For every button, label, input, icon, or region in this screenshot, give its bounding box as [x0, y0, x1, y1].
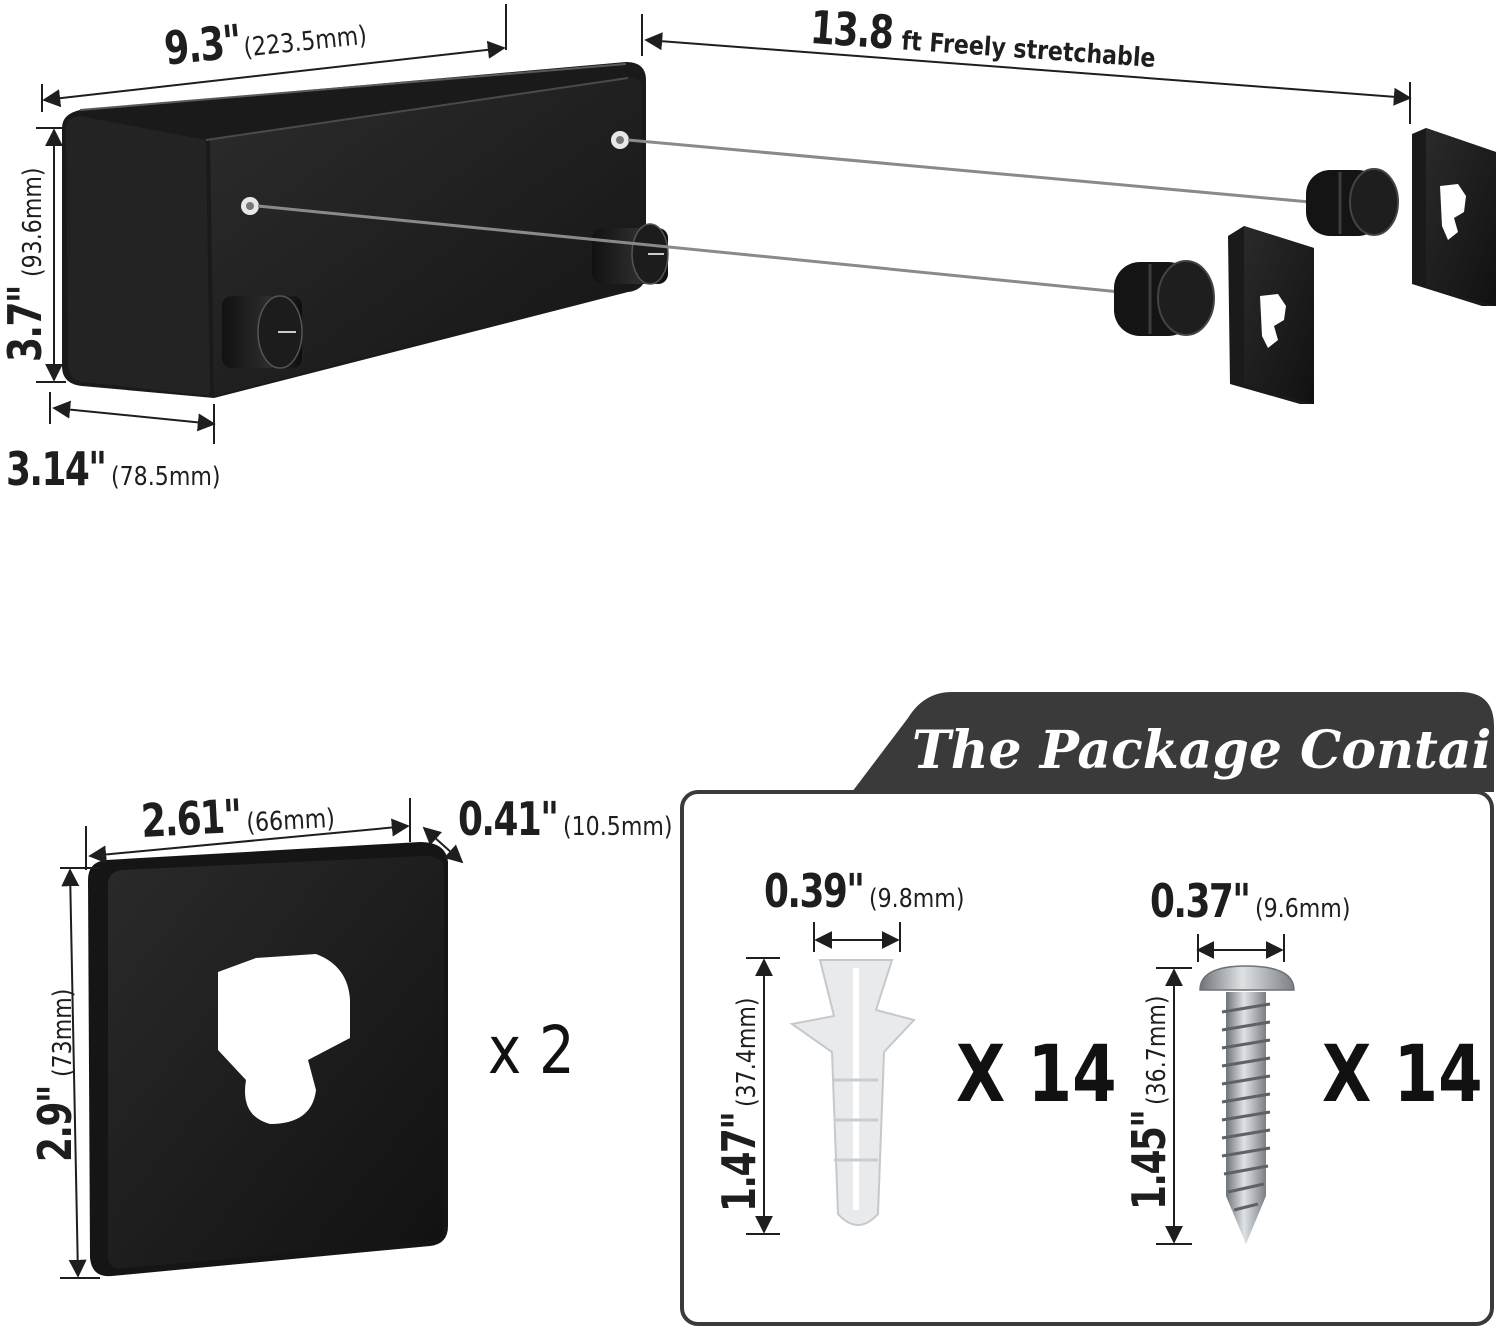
wall-plate-small-1 — [1228, 226, 1314, 404]
cable-end-cap-upper — [1306, 168, 1399, 236]
lock-knob-right — [592, 223, 669, 285]
plate-height-label: 2.9"(73mm) — [28, 988, 82, 1162]
plate-quantity: x 2 — [488, 1012, 575, 1089]
screw-quantity: X 14 — [1322, 1030, 1483, 1120]
dimension-lines-package — [746, 922, 1285, 1245]
screw-width-label: 0.37"(9.6mm) — [1150, 874, 1351, 928]
dimension-lines-plate — [60, 798, 464, 1279]
wall-anchor — [789, 959, 916, 1226]
lock-knob-left — [222, 295, 303, 369]
screw — [1199, 965, 1295, 1244]
box-depth-label: 3.14"(78.5mm) — [6, 442, 221, 496]
package-panel — [680, 692, 1494, 1326]
anchor-length-label: 1.47"(37.4mm) — [712, 997, 766, 1212]
anchor-quantity: X 14 — [956, 1030, 1117, 1120]
screw-length-label: 1.45"(36.7mm) — [1122, 995, 1176, 1210]
plate-thickness-label: 0.41"(10.5mm) — [458, 792, 673, 846]
dimension-lines-top — [36, 4, 1412, 444]
clothesline-cables — [257, 138, 1311, 294]
package-title: The Package Contains — [912, 720, 1500, 781]
retractable-box — [62, 62, 669, 398]
box-height-label: 3.7"(93.6mm) — [0, 167, 52, 362]
cable-end-cap-lower — [1114, 260, 1215, 336]
wall-plate-small-2 — [1412, 128, 1496, 306]
anchor-width-label: 0.39"(9.8mm) — [764, 864, 965, 918]
wall-plate-large — [88, 842, 448, 1277]
